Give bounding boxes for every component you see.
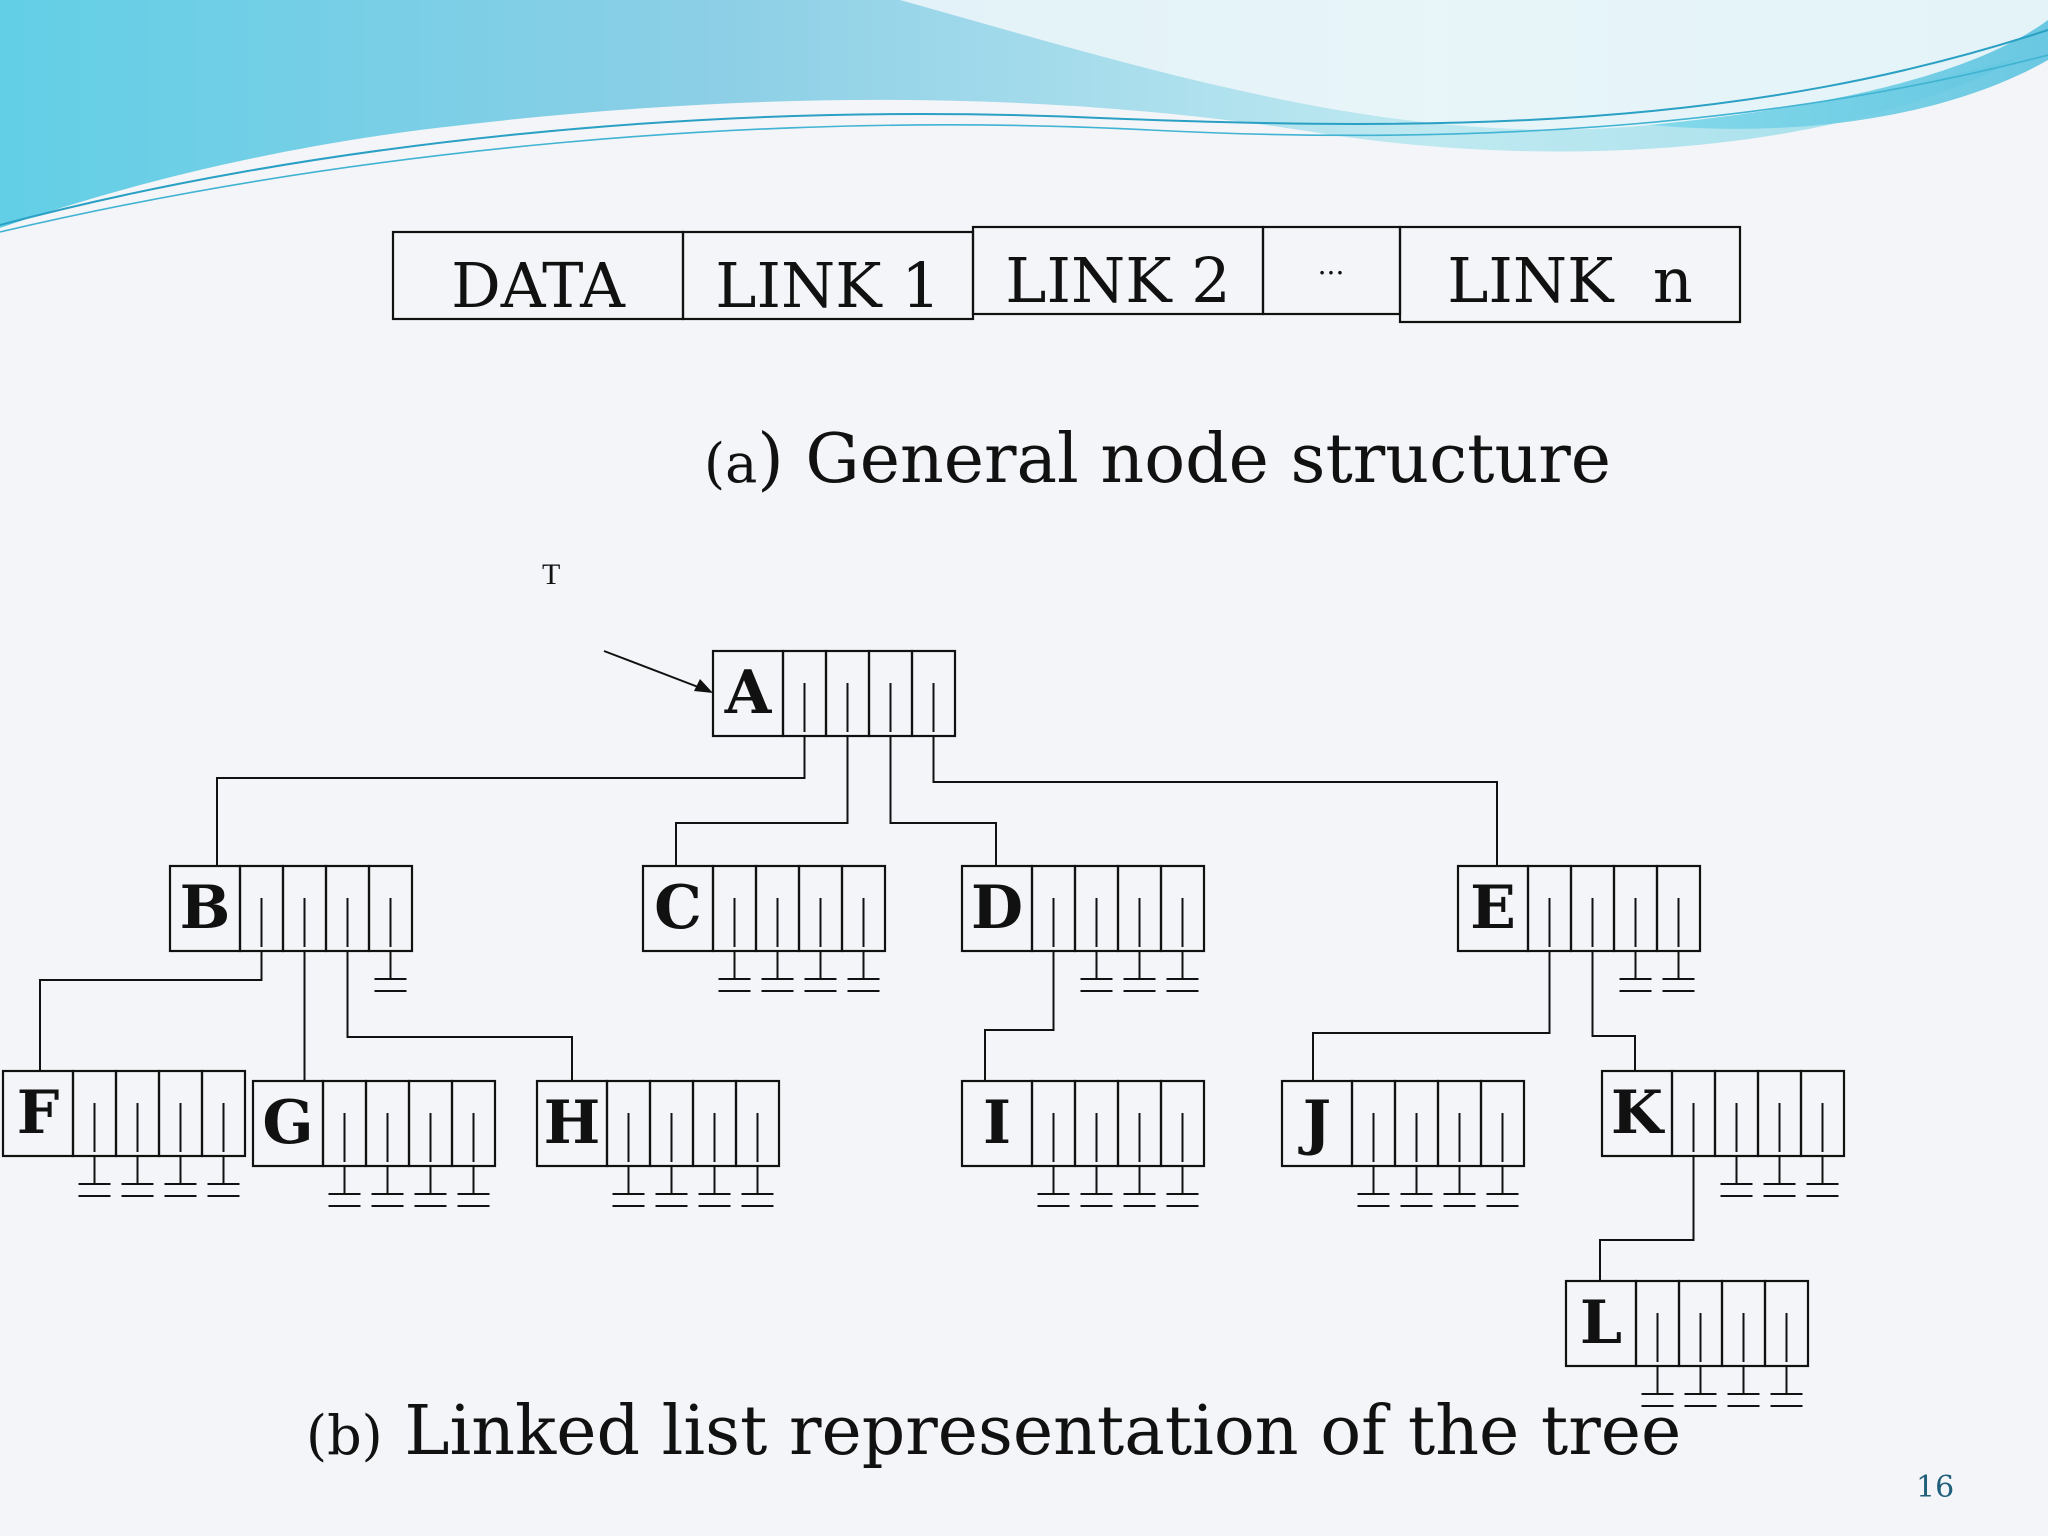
node-j-data-cell: [1280, 1079, 1354, 1168]
edge-e-to-j: [1312, 951, 1551, 1081]
node-g-link-cell-2: [364, 1079, 411, 1168]
node-i-link-cell-4: [1159, 1079, 1206, 1168]
node-f-link-cell-1: [71, 1069, 118, 1158]
node-e-link-cell-4: [1655, 864, 1702, 953]
node-a-link-cell-2: [824, 649, 871, 738]
node-d-label: D: [971, 873, 1023, 943]
header-wave-decoration: [0, 0, 2048, 233]
node-g-link-cell-4: [450, 1079, 497, 1168]
pointer-arrow-head: [694, 679, 713, 693]
pointer-arrow-line: [603, 650, 707, 691]
node-j-link-cell-4: [1479, 1079, 1526, 1168]
node-j-label: J: [1298, 1088, 1331, 1158]
node-h-link-cell-3: [691, 1079, 738, 1168]
node-j-link-cell-3: [1436, 1079, 1483, 1168]
edge-a-to-c: [675, 736, 849, 866]
node-l-data-cell: [1564, 1279, 1638, 1368]
edge-b-to-f: [39, 951, 263, 1071]
node-i-label: I: [983, 1088, 1011, 1158]
node-k-label: K: [1611, 1078, 1665, 1148]
tree-pointer-label: T: [542, 558, 561, 591]
caption-b-text: Linked list representation of the tree: [382, 1392, 1682, 1471]
caption-general-node-structure: (a) General node structure: [704, 420, 1611, 499]
node-i-link-cell-3: [1116, 1079, 1163, 1168]
node-b-link-cell-2: [281, 864, 328, 953]
node-g-link-cell-1: [321, 1079, 368, 1168]
node-h-data-cell: [535, 1079, 609, 1168]
node-e-link-cell-1: [1526, 864, 1573, 953]
node-i-link-cell-2: [1073, 1079, 1120, 1168]
node-a-link-cell-4: [910, 649, 957, 738]
edge-e-to-k: [1591, 951, 1636, 1071]
node-f-link-cell-2: [114, 1069, 161, 1158]
node-f-data-cell: [1, 1069, 75, 1158]
node-a-link-cell-3: [867, 649, 914, 738]
edge-a-to-b: [216, 736, 806, 866]
node-i-link-cell-1: [1030, 1079, 1077, 1168]
node-l-link-cell-4: [1763, 1279, 1810, 1368]
node-e-link-cell-2: [1569, 864, 1616, 953]
caption-linked-list-representation: (b) Linked list representation of the tr…: [306, 1392, 1681, 1471]
node-g-label: G: [262, 1088, 313, 1158]
node-c-link-cell-1: [711, 864, 758, 953]
node-k-data-cell: [1600, 1069, 1674, 1158]
node-j-link-cell-2: [1393, 1079, 1440, 1168]
caption-a-text: ) General node structure: [757, 420, 1612, 499]
node-l-link-cell-2: [1677, 1279, 1724, 1368]
node-h-link-cell-2: [648, 1079, 695, 1168]
node-e-data-cell: [1456, 864, 1530, 953]
node-c-link-cell-3: [797, 864, 844, 953]
edge-b-to-h: [346, 951, 573, 1081]
node-f-link-cell-4: [200, 1069, 247, 1158]
node-h-link-cell-1: [605, 1079, 652, 1168]
node-c-link-cell-4: [840, 864, 887, 953]
node-d-link-cell-2: [1073, 864, 1120, 953]
node-c-data-cell: [641, 864, 715, 953]
node-k-link-cell-3: [1756, 1069, 1803, 1158]
node-d-link-cell-4: [1159, 864, 1206, 953]
edge-a-to-d: [889, 736, 997, 866]
node-h-link-cell-4: [734, 1079, 781, 1168]
node-k-link-cell-4: [1799, 1069, 1846, 1158]
node-b-data-cell: [168, 864, 242, 953]
node-h-label: H: [544, 1088, 601, 1158]
node-d-link-cell-3: [1116, 864, 1163, 953]
node-k-link-cell-2: [1713, 1069, 1760, 1158]
node-j-link-cell-1: [1350, 1079, 1397, 1168]
node-b-link-cell-4: [367, 864, 414, 953]
edge-k-to-l: [1599, 1156, 1695, 1281]
node-l-link-cell-3: [1720, 1279, 1767, 1368]
node-l-label: L: [1580, 1288, 1622, 1358]
caption-b-prefix: (b): [306, 1404, 383, 1467]
node-a-data-cell: [711, 649, 785, 738]
node-a-label: A: [724, 658, 773, 728]
node-e-label: E: [1470, 873, 1516, 943]
node-d-link-cell-1: [1030, 864, 1077, 953]
node-e-link-cell-3: [1612, 864, 1659, 953]
edge-a-to-e: [932, 736, 1498, 866]
node-b-label: B: [180, 873, 231, 943]
node-c-label: C: [654, 873, 702, 943]
page-number: 16: [1916, 1470, 1955, 1505]
caption-a-prefix: (a: [704, 432, 758, 495]
node-a-link-cell-1: [781, 649, 828, 738]
node-k-link-cell-1: [1670, 1069, 1717, 1158]
node-b-link-cell-3: [324, 864, 371, 953]
node-g-data-cell: [251, 1079, 325, 1168]
node-f-label: F: [17, 1078, 60, 1148]
node-b-link-cell-1: [238, 864, 285, 953]
node-f-link-cell-3: [157, 1069, 204, 1158]
node-l-link-cell-1: [1634, 1279, 1681, 1368]
node-d-data-cell: [960, 864, 1034, 953]
edge-d-to-i: [984, 951, 1055, 1081]
node-c-link-cell-2: [754, 864, 801, 953]
node-g-link-cell-3: [407, 1079, 454, 1168]
node-i-data-cell: [960, 1079, 1034, 1168]
